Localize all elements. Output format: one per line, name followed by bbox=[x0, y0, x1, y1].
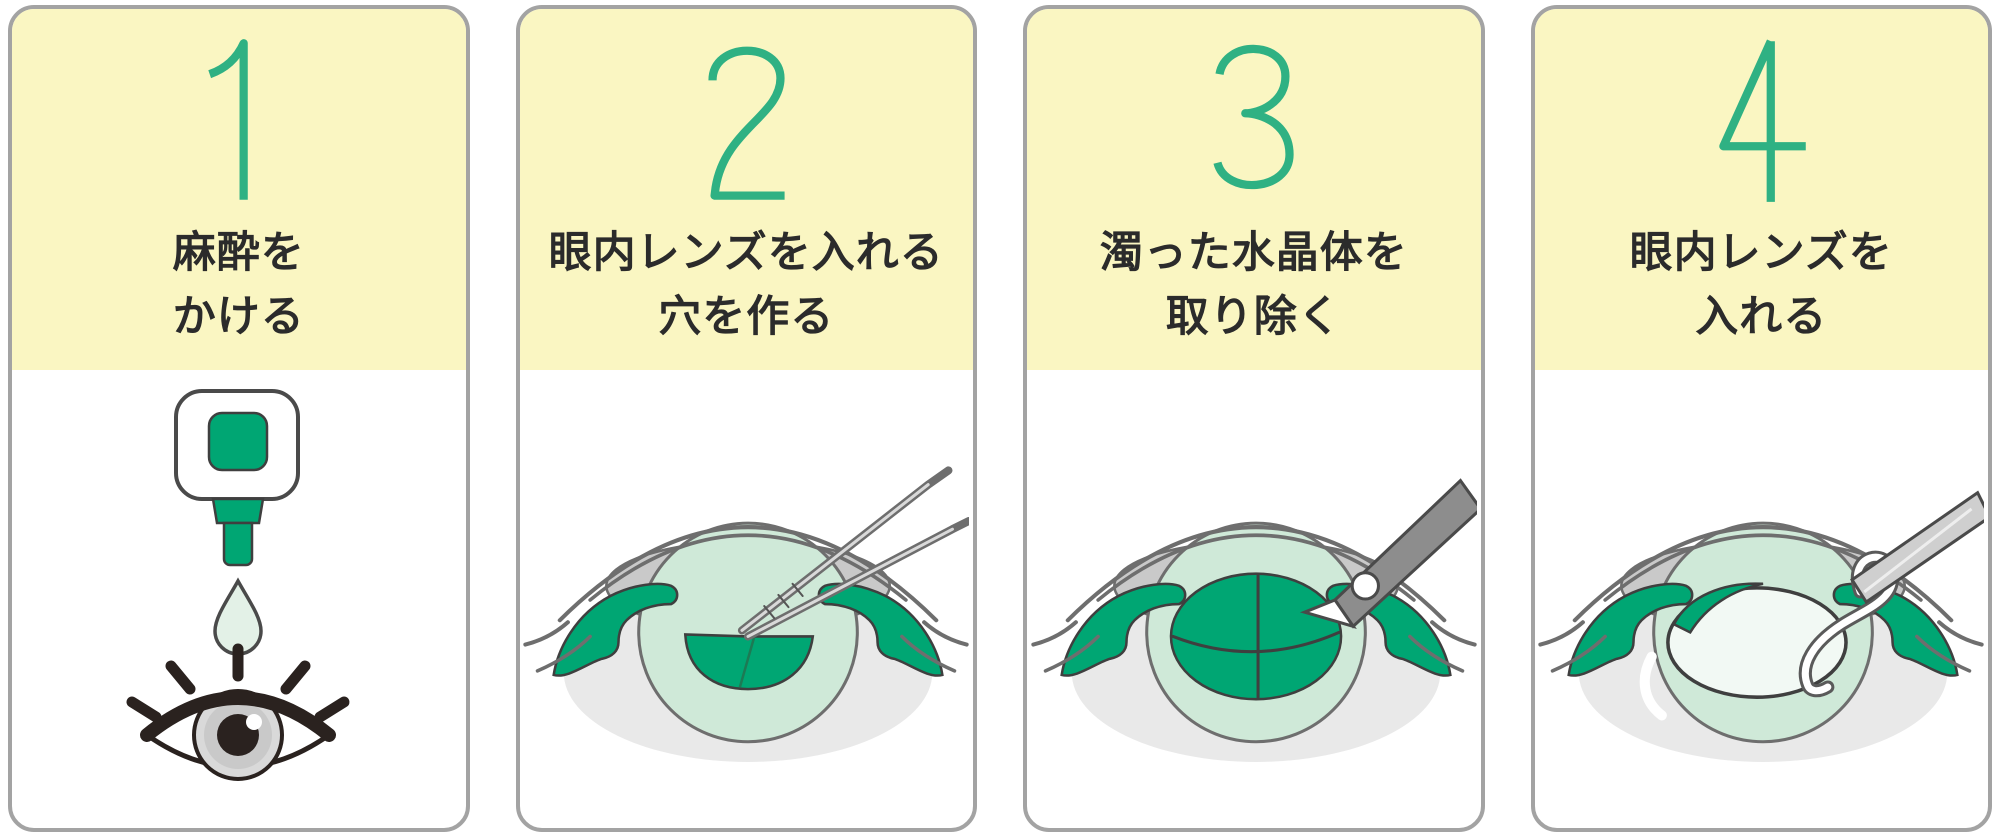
iol-injector-icon bbox=[1850, 490, 1985, 605]
step-2-illustration-area bbox=[520, 370, 974, 828]
step-title: 眼内レンズを 入れる bbox=[1630, 222, 1893, 349]
step-title-line: 穴を作る bbox=[658, 292, 835, 341]
step-title: 麻酔を かける bbox=[173, 222, 305, 349]
step-2-header: 眼内レンズを入れる 穴を作る bbox=[519, 9, 973, 370]
forceps-icon bbox=[738, 466, 970, 641]
step-card-4: 眼内レンズを 入れる bbox=[1530, 5, 1992, 832]
phaco-handpiece-icon bbox=[1299, 478, 1477, 629]
step-title-line: 眼内レンズを bbox=[1629, 229, 1893, 277]
eye-cross-section-phaco-illustration bbox=[1031, 478, 1477, 762]
step-4-header: 眼内レンズを 入れる bbox=[1534, 9, 1988, 370]
step-3-header: 濁った水晶体を 取り除く bbox=[1027, 9, 1481, 370]
step-title-line: 眼内レンズを入れる bbox=[548, 229, 944, 277]
eye-icon bbox=[126, 643, 350, 781]
step-3-illustration-area bbox=[1027, 370, 1481, 828]
step-title-line: かける bbox=[172, 292, 305, 341]
eye-drop-bottle-icon bbox=[173, 389, 300, 567]
iris-left bbox=[552, 582, 679, 677]
cornea-sclera bbox=[523, 525, 969, 673]
eye-cross-section-iol-insertion-illustration bbox=[1538, 490, 1985, 762]
step-title-line: 入れる bbox=[1695, 292, 1828, 341]
anesthetic-eye-drops-illustration bbox=[126, 389, 350, 781]
step-number-4 bbox=[1719, 39, 1806, 202]
step-title-line: 麻酔を bbox=[172, 229, 305, 277]
tear-drop-icon bbox=[212, 577, 263, 656]
step-number-3 bbox=[1213, 44, 1294, 189]
iris-left bbox=[1567, 582, 1694, 677]
step-card-2: 眼内レンズを入れる 穴を作る bbox=[515, 5, 977, 832]
step-title-line: 取り除く bbox=[1165, 292, 1342, 341]
capsule-flap bbox=[684, 633, 815, 691]
eye-cross-section-capsulotomy-illustration bbox=[523, 466, 970, 762]
step-1-illustration-area bbox=[12, 370, 466, 828]
step-1-header: 麻酔を かける bbox=[12, 9, 466, 370]
iris-left bbox=[1060, 582, 1187, 677]
step-title-line: 濁った水晶体を bbox=[1099, 229, 1408, 277]
cloudy-lens-fragments bbox=[1169, 572, 1343, 701]
eyelashes bbox=[126, 643, 350, 723]
iris-right bbox=[817, 582, 945, 677]
step-card-3: 濁った水晶体を 取り除く bbox=[1023, 5, 1485, 832]
folded-iol-icon bbox=[1798, 550, 1900, 698]
step-number-2 bbox=[708, 46, 785, 200]
step-number-1 bbox=[208, 39, 249, 200]
step-title: 濁った水晶体を 取り除く bbox=[1100, 222, 1408, 349]
step-card-1: 麻酔を かける bbox=[8, 5, 470, 832]
step-title: 眼内レンズを入れる 穴を作る bbox=[549, 222, 944, 349]
step-4-illustration-area bbox=[1535, 370, 1989, 828]
